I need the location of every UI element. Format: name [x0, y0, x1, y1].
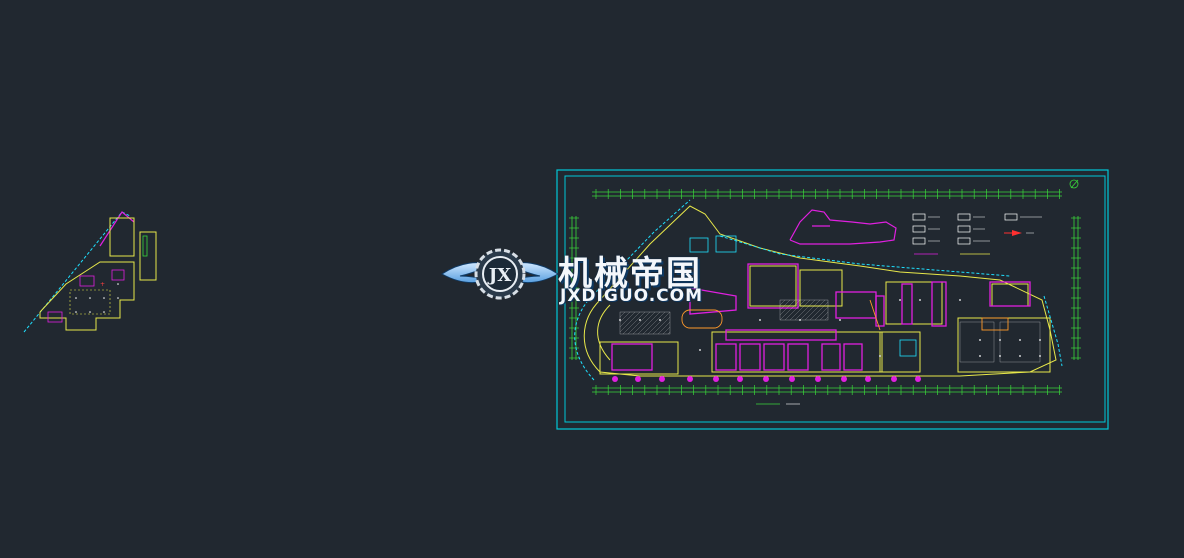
sheet-outer-frame	[556, 169, 1109, 430]
left-plan-outline	[39, 261, 135, 331]
column-grid-dots	[619, 299, 1041, 357]
watermark-logo: JX 机械帝国 JXDIGUO.COM	[440, 240, 750, 312]
magenta-partitions	[611, 263, 1031, 371]
legend-arrow-icon	[1012, 230, 1022, 236]
axis-tick-marks	[569, 189, 1081, 395]
left-plan-diagonal-boundary	[23, 211, 131, 333]
main-floor-plan-sheet	[556, 169, 1109, 430]
gear-wings-emblem-icon: JX	[441, 248, 559, 300]
left-plan-tower	[109, 217, 135, 257]
left-plan-side-block	[139, 231, 157, 281]
legend-block	[912, 213, 1042, 255]
column-markers	[612, 376, 921, 382]
cyan-dashed-boundary	[574, 199, 1063, 381]
stair-symbols	[689, 235, 917, 357]
svg-text:JX: JX	[487, 265, 512, 286]
left-plan-magenta-edge	[99, 211, 135, 247]
key-plan-diagram	[789, 209, 897, 245]
north-arrow-icon	[1069, 179, 1079, 189]
axis-grid-lines	[571, 191, 1079, 393]
left-floor-plan-drawing: +	[23, 211, 157, 333]
watermark-title: 机械帝国	[558, 254, 702, 294]
sheet-inner-frame	[564, 175, 1106, 423]
building-outline	[583, 205, 1057, 377]
svg-text:+: +	[100, 281, 105, 288]
orange-accent-lines	[681, 299, 1009, 331]
watermark-url: JXDIGUO.COM	[560, 286, 704, 306]
